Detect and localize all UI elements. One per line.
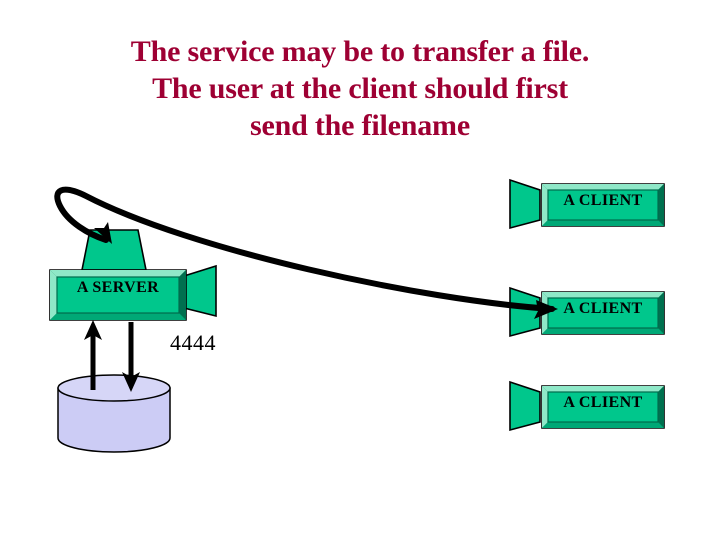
client-bevel-left [542,386,548,428]
port-number-label: 4444 [170,330,216,355]
client-bevel-right [658,292,664,334]
server-side-trapezoid [183,264,217,318]
client-bevel-left [542,184,548,226]
client-bevel-bottom [542,220,664,226]
server-icon [49,229,217,321]
client-stand-trapezoid [509,178,541,230]
database-cylinder-icon [57,374,171,453]
database-node[interactable] [56,374,172,458]
cylinder-body [57,387,171,453]
server-bevel-bottom [50,313,186,320]
client-screen-face [547,297,659,329]
client-bevel-top [542,292,664,298]
client-icon [509,178,665,230]
client-bevel-bottom [542,328,664,334]
client-bevel-top [542,184,664,190]
client-stand-trapezoid [509,286,541,338]
client-bevel-right [658,386,664,428]
client-screen-face [547,391,659,423]
client-node-bottom[interactable]: A CLIENT [508,380,666,432]
server-bevel-right [179,270,186,320]
server-face [56,276,180,314]
client-bevel-left [542,292,548,334]
cylinder-top-ellipse [57,374,171,402]
client-bevel-right [658,184,664,226]
server-top-trapezoid [81,229,147,271]
client-icon [509,380,665,432]
client-node-top[interactable]: A CLIENT [508,178,666,230]
server-node[interactable]: A SERVER [46,228,226,324]
client-icon [509,286,665,338]
client-bevel-top [542,386,664,392]
server-bevel-top [50,270,186,277]
client-bevel-bottom [542,422,664,428]
client-stand-trapezoid [509,380,541,432]
server-bevel-left [50,270,57,320]
client-node-middle[interactable]: A CLIENT [508,286,666,338]
client-screen-face [547,189,659,221]
page-title: The service may be to transfer a file. T… [130,35,590,142]
